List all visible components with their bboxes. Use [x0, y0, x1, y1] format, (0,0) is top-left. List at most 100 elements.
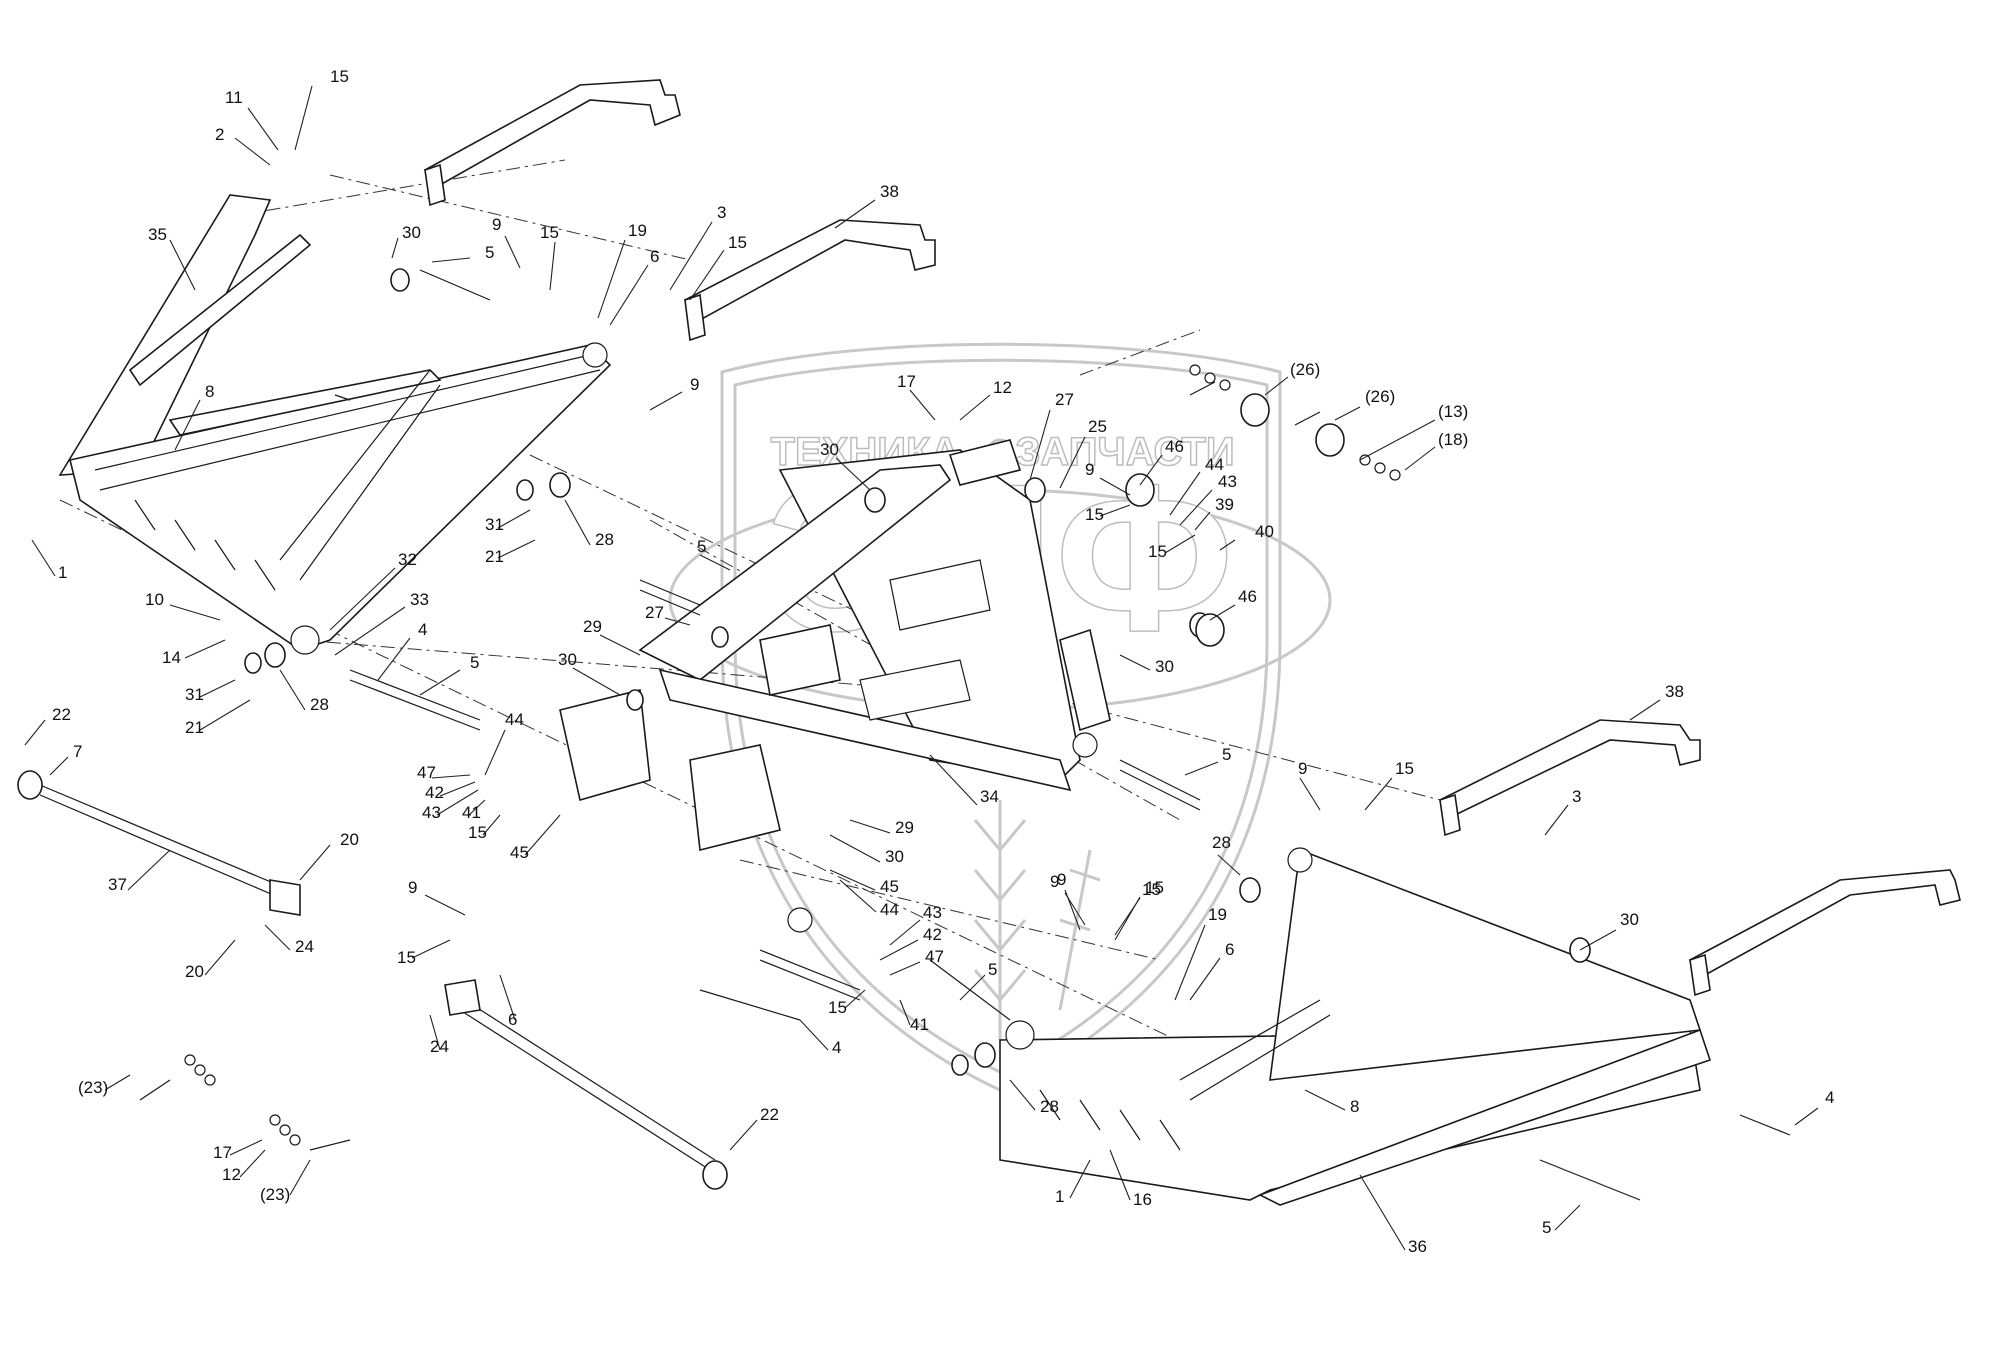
leader-line: [549, 241, 556, 291]
leader-line: [289, 1159, 311, 1196]
callout-c7: 7: [73, 742, 82, 761]
leader-line: [959, 974, 986, 1001]
callout-c44c: 44: [880, 900, 899, 919]
leader-line: [329, 567, 396, 631]
callout-c46b: 46: [1238, 587, 1257, 606]
callout-c47b: 47: [925, 947, 944, 966]
callout-c17a: 17: [213, 1143, 232, 1162]
callout-c38a: 38: [880, 182, 899, 201]
leader-line: [889, 919, 921, 946]
callout-c32: 32: [398, 550, 417, 569]
callout-c24a: 24: [295, 937, 314, 956]
callout-c20b: 20: [185, 962, 204, 981]
callout-c31a: 31: [485, 515, 504, 534]
leader-line: [799, 1019, 829, 1051]
callout-c26b: (26): [1365, 387, 1395, 406]
leader-line: [31, 539, 56, 577]
leader-line: [1364, 777, 1393, 811]
leader-line: [199, 699, 251, 731]
leader-line: [1794, 1107, 1819, 1126]
callout-c19b: 19: [1208, 905, 1227, 924]
callout-c21a: 21: [485, 547, 504, 566]
leader-line: [377, 637, 411, 681]
leader-line: [834, 199, 876, 229]
leader-line: [564, 499, 591, 546]
leader-line: [234, 137, 271, 166]
callout-c4b: 4: [832, 1038, 841, 1057]
leader-line: [572, 667, 621, 696]
callout-c4c: 4: [1825, 1088, 1834, 1107]
callout-c8b: 8: [1350, 1097, 1359, 1116]
leader-line: [597, 239, 626, 319]
callout-c40: 40: [1255, 522, 1274, 541]
leader-line: [849, 819, 891, 834]
callout-c15a: 15: [330, 67, 349, 86]
callout-c5a: 5: [485, 243, 494, 262]
leader-line: [299, 844, 331, 881]
leader-line: [689, 249, 725, 301]
callout-c5e: 5: [988, 960, 997, 979]
leader-line: [204, 939, 236, 976]
callout-c15j: 15: [1395, 759, 1414, 778]
leader-line: [247, 107, 279, 151]
upper-bracket-38b: [683, 219, 936, 342]
callout-c15f: 15: [1085, 505, 1104, 524]
callout-c28c: 28: [1212, 833, 1231, 852]
callout-c21b: 21: [185, 718, 204, 737]
callout-c30d: 30: [558, 650, 577, 669]
leader-line: [484, 729, 506, 776]
leader-line: [1359, 419, 1436, 461]
callout-c5b: 5: [470, 653, 479, 672]
leader-line: [436, 789, 479, 816]
leader-line: [1184, 761, 1219, 776]
callout-c41b: 41: [910, 1015, 929, 1034]
leader-line: [879, 939, 919, 961]
callout-c3a: 3: [717, 203, 726, 222]
callout-c28a: 28: [595, 530, 614, 549]
leader-line: [899, 999, 911, 1026]
leader-line: [1169, 471, 1201, 516]
leader-line: [829, 834, 881, 863]
leader-line: [439, 781, 476, 797]
callout-c34: 34: [980, 787, 999, 806]
leader-line: [1299, 777, 1321, 811]
leader-line: [1099, 504, 1131, 517]
leader-line: [839, 879, 877, 913]
leader-line: [1629, 699, 1661, 721]
leader-line: [664, 617, 691, 626]
leader-line: [1579, 929, 1617, 951]
leader-line: [1304, 1089, 1346, 1111]
leader-line: [1334, 406, 1361, 421]
callout-c15c: 15: [728, 233, 747, 252]
callout-c44b: 44: [1205, 455, 1224, 474]
leader-line: [49, 756, 69, 776]
leader-line: [411, 939, 451, 959]
watermark-line2: ЗАПЧАСТИ: [1015, 430, 1234, 474]
callout-c20a: 20: [340, 830, 359, 849]
leader-line: [599, 634, 641, 656]
callout-c29a: 29: [583, 617, 602, 636]
leader-line: [504, 235, 521, 269]
callout-c15i: 15: [828, 998, 847, 1017]
callout-c43a: 43: [422, 803, 441, 822]
callout-c37: 37: [108, 875, 127, 894]
callout-c28b: 28: [310, 695, 329, 714]
callout-c6c: 6: [1225, 940, 1234, 959]
callout-c3b: 3: [1572, 787, 1581, 806]
leader-line: [279, 669, 306, 711]
callout-c17b: 17: [897, 372, 916, 391]
leader-line: [649, 391, 683, 411]
callout-c5f: 5: [1542, 1218, 1551, 1237]
leader-line: [1164, 534, 1196, 554]
callout-c12b: 12: [993, 378, 1012, 397]
leader-line: [1217, 854, 1241, 876]
leader-line: [419, 669, 461, 696]
callout-c25: 25: [1088, 417, 1107, 436]
leader-line: [1179, 489, 1213, 526]
callout-c1a: 1: [58, 563, 67, 582]
leader-line: [499, 974, 516, 1021]
callout-c31b: 31: [185, 685, 204, 704]
callout-c45a: 45: [510, 843, 529, 862]
leader-line: [829, 869, 876, 891]
